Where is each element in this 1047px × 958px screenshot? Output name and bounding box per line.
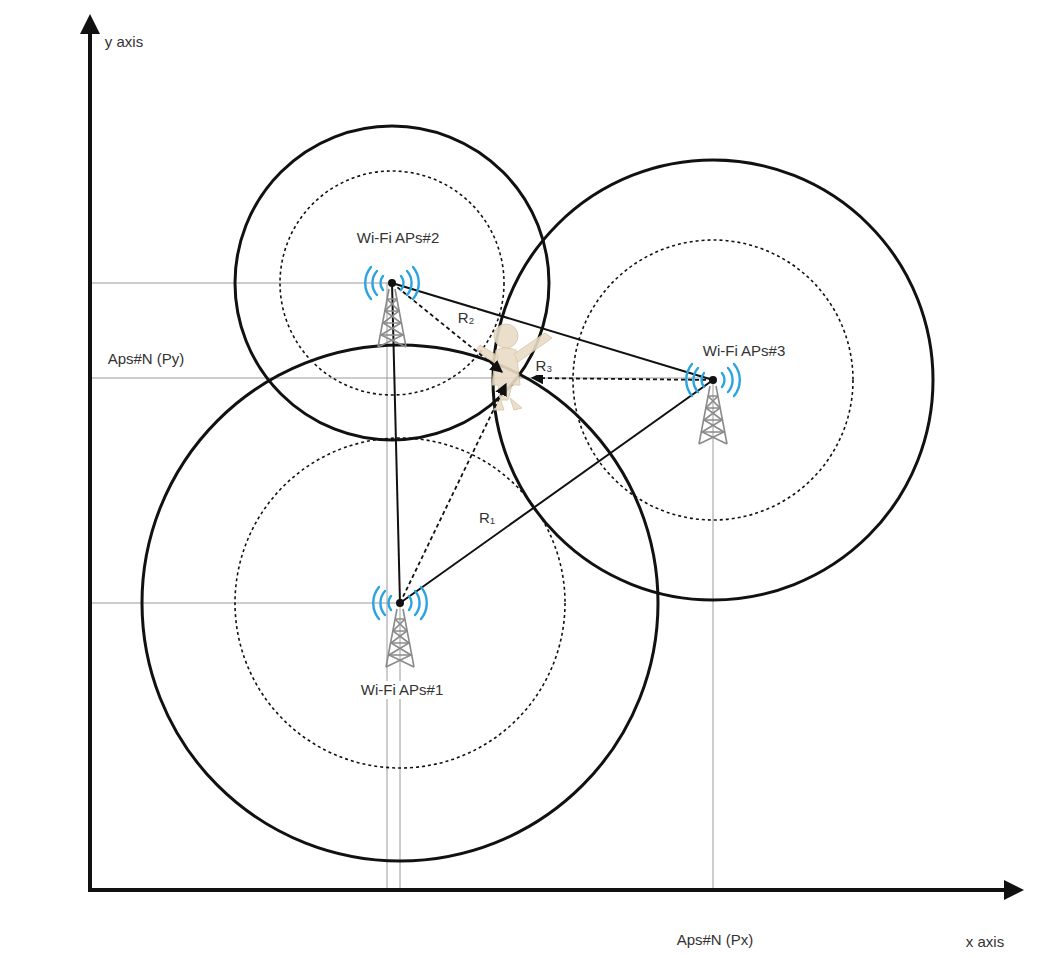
axis-label: y axis bbox=[103, 33, 145, 51]
ap-label: Wi-Fi APs#1 bbox=[359, 681, 446, 699]
ap-tower bbox=[365, 267, 419, 347]
range-lines bbox=[392, 283, 713, 603]
coordinate-label: Aps#N (Py) bbox=[106, 350, 187, 368]
coordinate-label: Aps#N (Px) bbox=[675, 931, 756, 949]
guide-lines bbox=[90, 283, 713, 890]
axis-label: x axis bbox=[964, 933, 1006, 951]
axes bbox=[88, 18, 1020, 892]
ap-label: Wi-Fi APs#3 bbox=[701, 342, 788, 360]
coverage-circles bbox=[142, 126, 933, 861]
ap-label: Wi-Fi APs#2 bbox=[355, 229, 442, 247]
ap-tower bbox=[686, 364, 740, 444]
ap-tower bbox=[373, 587, 427, 667]
ap-links bbox=[392, 283, 713, 603]
range-label: R₃ bbox=[534, 357, 555, 375]
range-label: R₁ bbox=[477, 509, 497, 527]
wifi-access-points bbox=[365, 267, 740, 667]
range-label: R₂ bbox=[456, 309, 477, 327]
